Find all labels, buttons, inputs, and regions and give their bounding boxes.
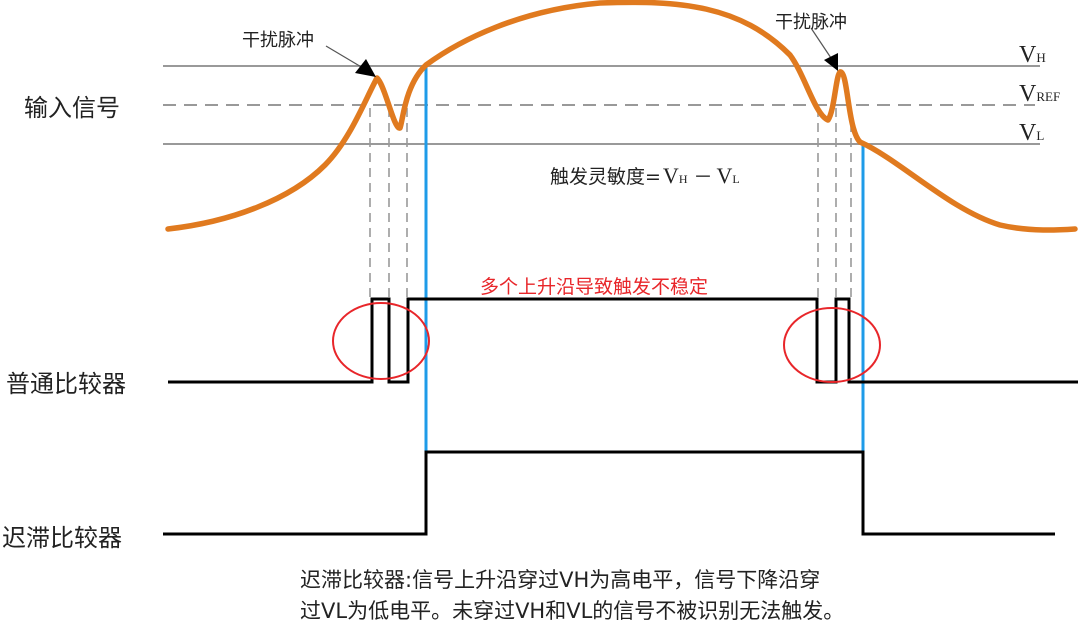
caption-line-1: 迟滞比较器:信号上升沿穿过VH为高电平，信号下降沿穿 bbox=[300, 568, 820, 592]
glitch-arrow-right bbox=[810, 27, 838, 71]
unstable-edge-highlight-left bbox=[332, 302, 430, 380]
projection-lines bbox=[369, 108, 852, 300]
label-vh: VH bbox=[1019, 42, 1046, 68]
input-signal-curve bbox=[165, 0, 1078, 233]
arrow-head-icon bbox=[355, 59, 376, 77]
caption-line-2: 过VL为低电平。未穿过VH和VL的信号不被识别无法触发。 bbox=[300, 599, 844, 623]
threshold-lines bbox=[163, 65, 1040, 145]
row-label-normal-comparator: 普通比较器 bbox=[6, 370, 126, 398]
glitch-arrow-left bbox=[325, 45, 376, 77]
glitch-label-left: 干扰脉冲 bbox=[242, 30, 314, 51]
trigger-sensitivity-formula: 触发灵敏度=VH－VL bbox=[550, 163, 740, 188]
arrow-head-icon bbox=[824, 53, 838, 71]
label-vl: VL bbox=[1019, 120, 1044, 146]
row-label-input-signal: 输入信号 bbox=[24, 94, 120, 122]
label-vref: VREF bbox=[1019, 81, 1060, 107]
glitch-label-right: 干扰脉冲 bbox=[775, 12, 847, 33]
row-label-hysteresis-comparator: 迟滞比较器 bbox=[2, 524, 122, 552]
unstable-trigger-warning: 多个上升沿导致触发不稳定 bbox=[480, 276, 708, 298]
hysteresis-comparator-waveform bbox=[163, 450, 1055, 536]
unstable-edge-highlight-right bbox=[783, 307, 881, 383]
normal-comparator-waveform bbox=[168, 297, 1078, 384]
